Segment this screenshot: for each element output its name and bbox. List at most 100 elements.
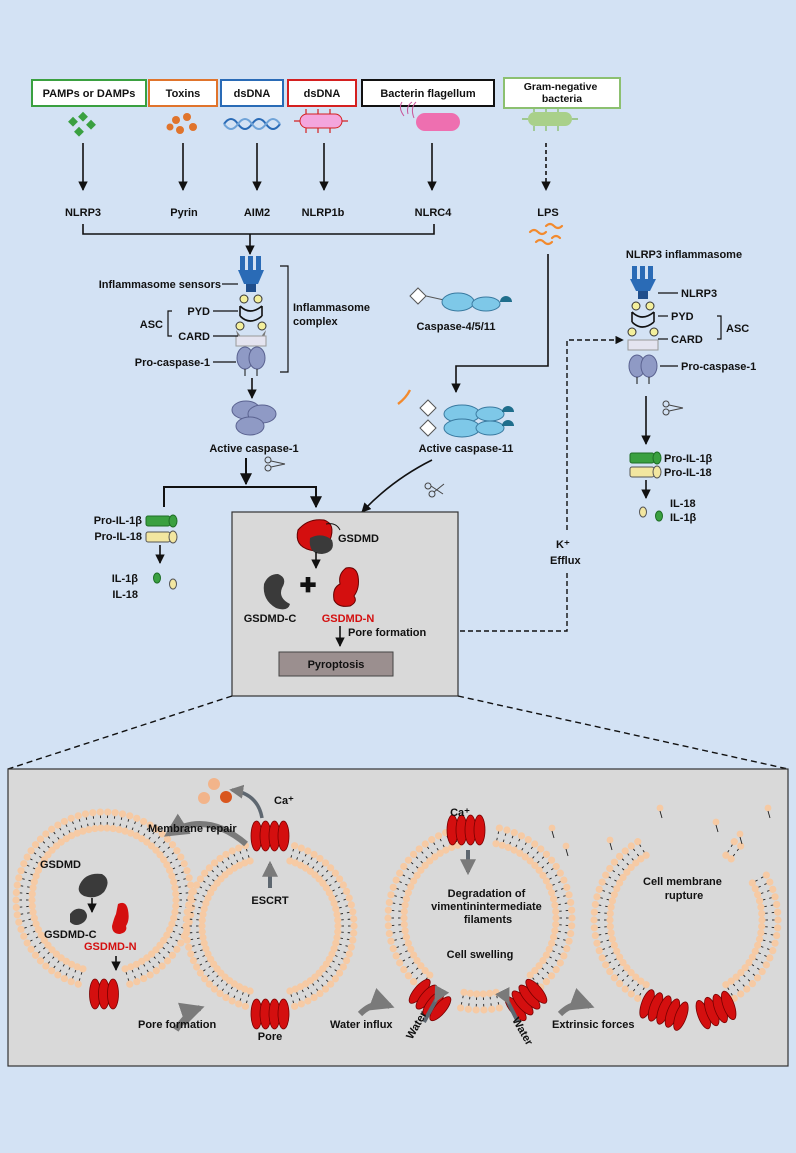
pro-il18-left-label: Pro-IL-18 (94, 531, 142, 543)
left-inflammasome-complex: Inflammasome sensors PYD ASC CARD Pro-ca… (99, 256, 373, 471)
trigger-toxins: Toxins (149, 80, 217, 106)
lipid-head (348, 901, 355, 908)
lipid-fragment (607, 837, 614, 844)
lipid-head (322, 985, 329, 992)
lipid-head (387, 891, 394, 898)
lipid-head (763, 961, 770, 968)
ca-label-2: Ca⁺ (450, 807, 470, 819)
lipid-head (48, 967, 55, 974)
lipid-head (346, 950, 353, 957)
lipid-head (82, 810, 89, 817)
lipid-head (643, 852, 650, 859)
lipid-head (543, 851, 550, 858)
lipid-head (216, 990, 223, 997)
lipid-head (190, 957, 197, 964)
lipid-head (472, 1006, 479, 1013)
lipid-head (599, 954, 606, 961)
active-caspase-1-label: Active caspase-1 (209, 443, 298, 455)
lipid-head (147, 971, 154, 978)
lipid-head (743, 985, 750, 992)
lipid-head (346, 894, 353, 901)
degradation-line-1: Degradation of (448, 888, 526, 900)
lipid-head (503, 826, 510, 833)
lipid-head (465, 1006, 472, 1013)
nlrp3-pyd-label: PYD (671, 311, 694, 323)
lipid-head (400, 914, 407, 921)
lipid-head (119, 810, 126, 817)
water-influx-label: Water influx (330, 1019, 393, 1031)
lipid-head (496, 824, 503, 831)
trigger-dsdna-nlrp1b-label: dsDNA (304, 88, 341, 100)
lipid-head (563, 945, 570, 952)
lipid-head (310, 851, 317, 858)
lipid-head (551, 902, 558, 909)
pore-label: Pore (258, 1031, 282, 1043)
lipid-head (609, 897, 616, 904)
lipid-head (611, 974, 618, 981)
lipid-head (602, 872, 609, 879)
lipid-head (602, 961, 609, 968)
lipid-head (48, 826, 55, 833)
lipid-head (350, 915, 357, 922)
inflammasome-sensor-icon (238, 256, 264, 292)
lipid-head (567, 899, 574, 906)
lipid-head (159, 962, 166, 969)
lipid-head (737, 990, 744, 997)
lipid-head (590, 916, 597, 923)
lipid-head (606, 916, 613, 923)
trigger-arrows (83, 143, 546, 190)
lipid-head (222, 994, 229, 1001)
lipid-head (235, 844, 242, 851)
lipid-head (61, 975, 68, 982)
lipid-head (634, 995, 641, 1002)
lipid-head (531, 840, 538, 847)
lipid-head (187, 950, 194, 957)
lipid-head (164, 957, 171, 964)
lipid-head (14, 882, 21, 889)
lipid-head (405, 857, 412, 864)
lipid-head (553, 966, 560, 973)
sensor-nlrp1b: NLRP1b (302, 207, 345, 219)
lipid-head (771, 940, 778, 947)
lipid-head (384, 914, 391, 921)
lipid-head (548, 972, 555, 979)
lipid-head (17, 926, 24, 933)
nlrp3-inflammasome-title: NLRP3 inflammasome (626, 249, 742, 261)
pyroptosis-label: Pyroptosis (308, 659, 365, 671)
lipid-head (607, 910, 614, 917)
lipid-head (229, 847, 236, 854)
rupture-line-2: rupture (665, 890, 704, 902)
lipid-head (774, 924, 781, 931)
lipid-fragment (713, 819, 720, 826)
lipid-head (20, 860, 27, 867)
lipid-head (298, 1000, 305, 1007)
lipid-head (756, 897, 763, 904)
nlrp3-pro-caspase-1-label: Pro-caspase-1 (681, 361, 756, 373)
lipid-head (553, 863, 560, 870)
lipid-head (387, 938, 394, 945)
lipid-head (401, 902, 408, 909)
lipid-head (91, 825, 98, 832)
lipid-head (24, 853, 31, 860)
lipid-head (13, 904, 20, 911)
dsdna-helix-icon (224, 119, 280, 129)
lipid-head (390, 945, 397, 952)
lipid-head (607, 923, 614, 930)
lipid-head (759, 968, 766, 975)
lipid-head (14, 911, 21, 918)
lipid-head (758, 916, 765, 923)
lipid-head (334, 917, 341, 924)
scissors-icon-1 (265, 457, 285, 471)
bottom-gsdmd-label: GSDMD (40, 859, 81, 871)
lipid-head (773, 901, 780, 908)
lps-molecules-icon (530, 224, 562, 244)
gsdmd-n-monomer (278, 821, 289, 851)
active-caspase-11-icon (398, 390, 514, 437)
lipid-head (286, 987, 293, 994)
lipid-head (164, 836, 171, 843)
lipid-head (316, 855, 323, 862)
lipid-head (61, 818, 68, 825)
rupture-line-1: Cell membrane (643, 876, 722, 888)
il1b-left-icon (154, 573, 161, 583)
inflammasome-sensors-label: Inflammasome sensors (99, 279, 221, 291)
